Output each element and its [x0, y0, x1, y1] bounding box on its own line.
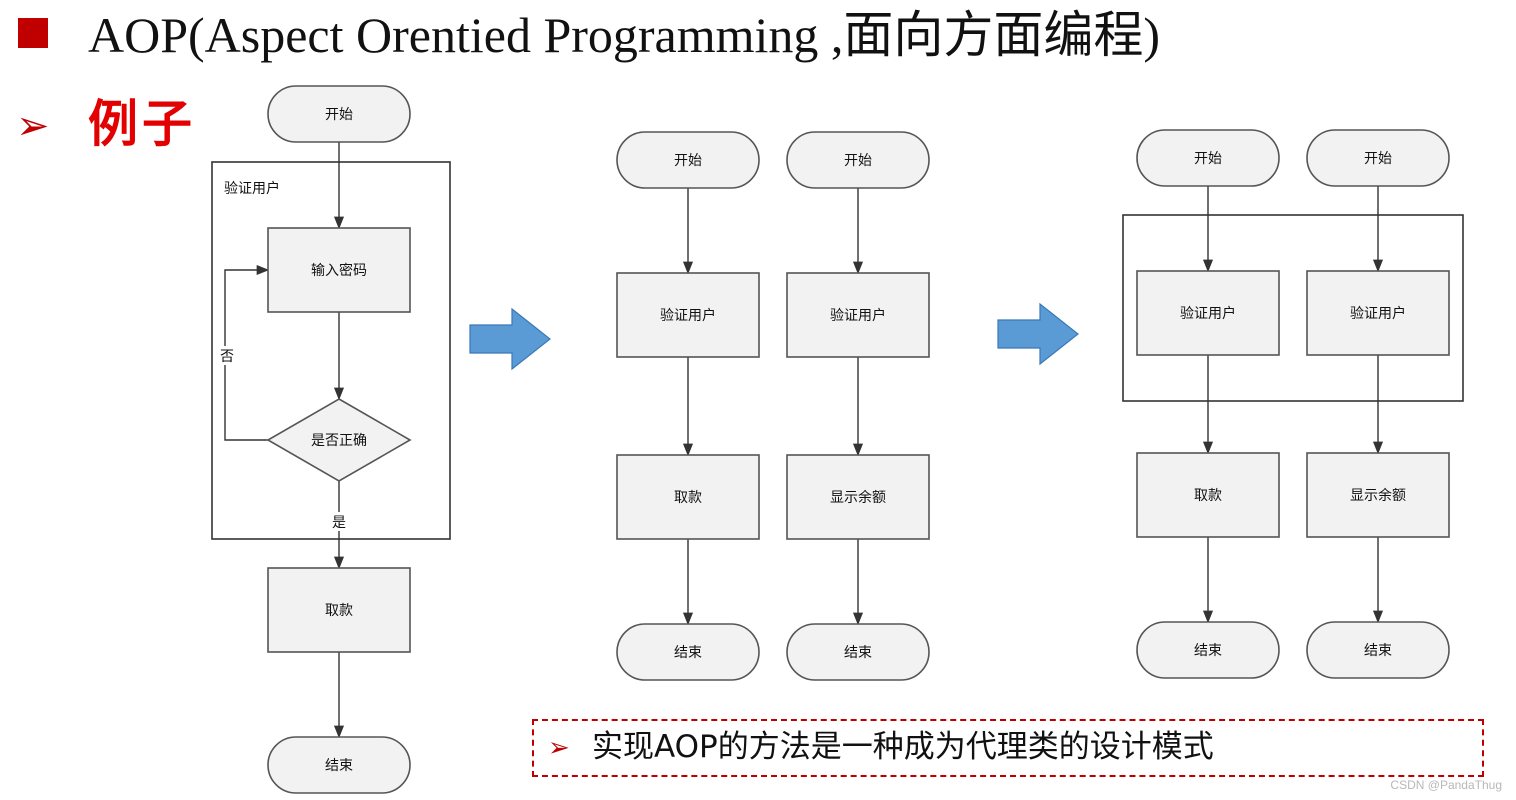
- node-d2b-balance: 显示余额: [786, 454, 930, 540]
- node-d3b-start: 开始: [1306, 129, 1450, 187]
- d2b-verify-shape: [786, 272, 930, 358]
- d2a-start-shape: [616, 131, 760, 189]
- d2a-verify-shape: [616, 272, 760, 358]
- d3b-start-shape: [1306, 129, 1450, 187]
- d3b-start-label: 开始: [1364, 151, 1392, 167]
- d1-input-label: 输入密码: [311, 262, 367, 279]
- node-d1-withdraw: 取款: [267, 567, 411, 653]
- d3a-verify-shape: [1136, 270, 1280, 356]
- title-bullet: [18, 18, 48, 48]
- d1-group-frame: [211, 161, 451, 540]
- d1-start-shape: [267, 85, 411, 143]
- d1-input-shape: [267, 227, 411, 313]
- example-bullet: ➢: [16, 103, 50, 149]
- node-d2a-end: 结束: [616, 623, 760, 681]
- d2b-end-shape: [786, 623, 930, 681]
- d2b-balance-shape: [786, 454, 930, 540]
- node-d3a-start: 开始: [1136, 129, 1280, 187]
- d1-end-label: 结束: [325, 758, 353, 774]
- node-d2b-end: 结束: [786, 623, 930, 681]
- d2a-end-shape: [616, 623, 760, 681]
- d2b-balance-label: 显示余额: [830, 489, 886, 506]
- d1-check-shape: [266, 398, 412, 482]
- d2a-start-label: 开始: [674, 153, 702, 169]
- note-text: 实现AOP的方法是一种成为代理类的设计模式: [592, 729, 1214, 765]
- edge-label-bg: [330, 512, 348, 531]
- d3a-verify-label: 验证用户: [1180, 305, 1236, 322]
- watermark: CSDN @PandaThug: [1390, 778, 1502, 792]
- d2a-withdraw-shape: [616, 454, 760, 540]
- node-d1-check: 是否正确: [266, 398, 412, 482]
- d3b-verify-label: 验证用户: [1350, 305, 1406, 322]
- d3-group-frame: [1122, 214, 1464, 402]
- transition-arrow-1: [469, 307, 551, 371]
- note-bullet: ➢: [548, 733, 570, 763]
- node-d3b-verify: 验证用户: [1306, 270, 1450, 356]
- d1-start-label: 开始: [325, 107, 353, 123]
- node-d1-start: 开始: [267, 85, 411, 143]
- d2a-verify-label: 验证用户: [660, 307, 716, 324]
- note-box: ➢ 实现AOP的方法是一种成为代理类的设计模式: [532, 719, 1484, 777]
- example-heading: 例子: [88, 94, 196, 153]
- d3b-balance-shape: [1306, 452, 1450, 538]
- node-d3a-end: 结束: [1136, 621, 1280, 679]
- edge-label-d1-check-to-d1-input: 否: [220, 349, 234, 365]
- node-d1-end: 结束: [267, 736, 411, 794]
- node-d3b-balance: 显示余额: [1306, 452, 1450, 538]
- d2b-end-label: 结束: [844, 645, 872, 661]
- node-d3a-withdraw: 取款: [1136, 452, 1280, 538]
- d1-withdraw-shape: [267, 567, 411, 653]
- d2b-verify-label: 验证用户: [830, 307, 886, 324]
- edge-label-d1-check-to-d1-withdraw: 是: [332, 515, 346, 531]
- node-d3b-end: 结束: [1306, 621, 1450, 679]
- d2a-withdraw-label: 取款: [674, 490, 702, 506]
- d1-group-label: 验证用户: [224, 180, 280, 197]
- transition-arrow-2: [997, 302, 1079, 366]
- d3b-end-label: 结束: [1364, 643, 1392, 659]
- d2a-end-label: 结束: [674, 645, 702, 661]
- d3b-verify-shape: [1306, 270, 1450, 356]
- d1-check-label: 是否正确: [311, 433, 367, 449]
- node-d2a-withdraw: 取款: [616, 454, 760, 540]
- node-d2a-verify: 验证用户: [616, 272, 760, 358]
- node-d2b-start: 开始: [786, 131, 930, 189]
- d3a-start-label: 开始: [1194, 151, 1222, 167]
- d3a-end-shape: [1136, 621, 1280, 679]
- d2b-start-shape: [786, 131, 930, 189]
- d1-end-shape: [267, 736, 411, 794]
- node-d1-input: 输入密码: [267, 227, 411, 313]
- d3a-end-label: 结束: [1194, 643, 1222, 659]
- d1-withdraw-label: 取款: [325, 603, 353, 619]
- d3b-end-shape: [1306, 621, 1450, 679]
- d3b-balance-label: 显示余额: [1350, 487, 1406, 504]
- slide-title: AOP(Aspect Orentied Programming ,面向方面编程): [88, 7, 1161, 63]
- d3a-withdraw-label: 取款: [1194, 488, 1222, 504]
- d2b-start-label: 开始: [844, 153, 872, 169]
- node-d2b-verify: 验证用户: [786, 272, 930, 358]
- d3a-start-shape: [1136, 129, 1280, 187]
- edge-label-bg: [218, 346, 236, 365]
- node-d2a-start: 开始: [616, 131, 760, 189]
- d3a-withdraw-shape: [1136, 452, 1280, 538]
- node-d3a-verify: 验证用户: [1136, 270, 1280, 356]
